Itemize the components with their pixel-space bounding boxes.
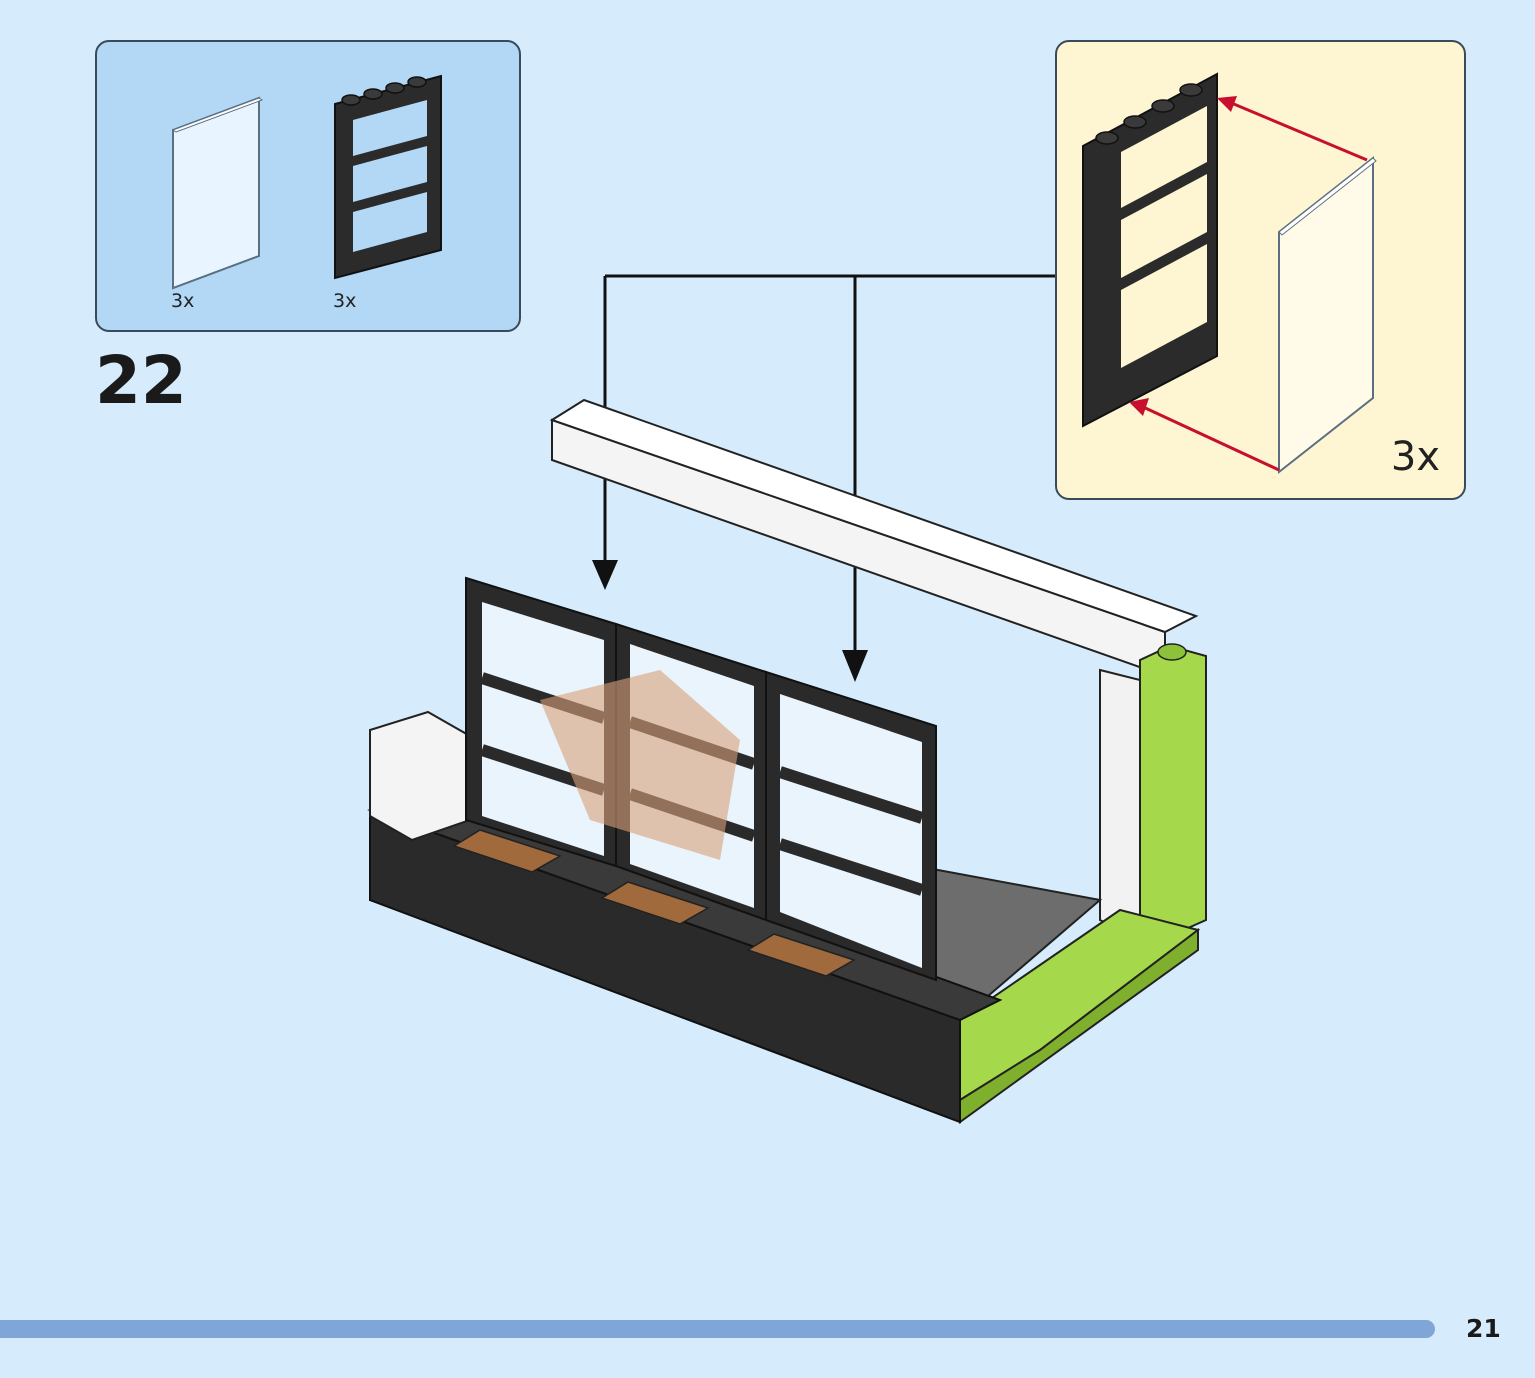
window-frame-icon (334, 74, 442, 280)
callout-illustration (1082, 72, 1377, 475)
window-frame-icon (1082, 72, 1218, 428)
parts-illustration (171, 74, 442, 290)
glass-pane-icon (1278, 155, 1377, 475)
white-beam (549, 398, 1199, 678)
callout-box: 3x (1055, 40, 1466, 500)
attach-arrows (1129, 96, 1368, 472)
parts-list-box: 3x 3x (95, 40, 521, 332)
window-frame-count: 3x (333, 290, 357, 312)
progress-bar (0, 1320, 1435, 1338)
brown-tiles (452, 829, 856, 977)
lime-column (1139, 643, 1207, 938)
figure-behind-window (540, 670, 740, 860)
white-column (1099, 668, 1141, 942)
page-number: 21 (1466, 1314, 1501, 1343)
glass-pane-icon (171, 96, 264, 290)
white-brick-stack (369, 710, 471, 842)
step-number: 22 (95, 342, 187, 419)
glass-pane-count: 3x (171, 290, 195, 312)
callout-count: 3x (1390, 434, 1440, 480)
main-model-illustration (360, 260, 1240, 1140)
